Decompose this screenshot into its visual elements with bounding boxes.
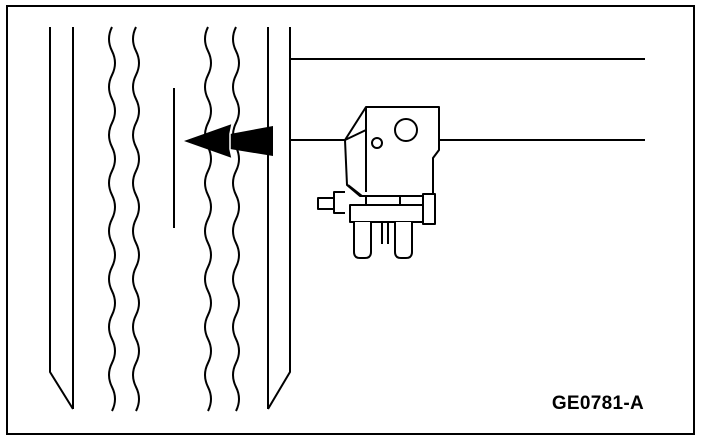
- tread-groove-1: [108, 26, 116, 412]
- terminal-left: [353, 222, 372, 259]
- bracket-body: [344, 106, 440, 197]
- figure-id-label: GE0781-A: [551, 393, 644, 414]
- figure-border: [6, 5, 695, 435]
- terminal-right: [394, 222, 413, 259]
- left-stud: [333, 191, 345, 214]
- tire-left-wall: [49, 27, 74, 410]
- bracket-assembly: [317, 106, 440, 259]
- tire-illustration: [49, 26, 291, 412]
- arrow-left-icon: [184, 123, 273, 159]
- bracket-face-edge: [347, 107, 367, 197]
- lower-flange: [349, 204, 424, 223]
- left-stud-tip: [317, 197, 335, 210]
- bracket-bevel: [344, 129, 367, 141]
- right-nut: [422, 193, 436, 225]
- tire-right-wall: [267, 27, 291, 410]
- tread-groove-3: [204, 26, 212, 412]
- bracket-hole-small: [371, 137, 383, 149]
- frame-lines: [290, 58, 645, 141]
- tread-groove-4: [232, 26, 240, 412]
- bracket-hole-large: [394, 118, 418, 142]
- tread-groove-2: [132, 26, 140, 412]
